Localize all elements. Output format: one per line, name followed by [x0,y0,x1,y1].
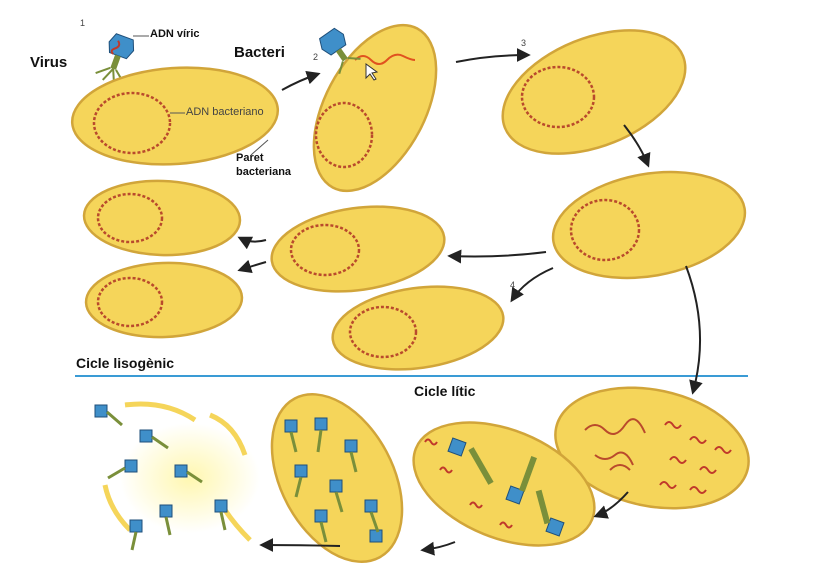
step-number-1: 1 [80,18,86,28]
label-adn-bacteriano: ADN bacteriano [186,106,264,118]
arrow-to-lytic [685,265,703,395]
cycle-arrows [237,48,703,556]
label-cicle-litic: Cicle lític [414,383,476,399]
label-adn-viric: ADN víric [150,28,200,40]
bacterium-step4 [331,285,505,371]
label-bacteri: Bacteri [234,44,285,61]
label-cicle-lisogenic: Cicle lisogènic [76,355,175,371]
arrow-lytic-2 [420,541,456,556]
daughter-cell-top [82,179,242,257]
bacterium-prophage [551,170,747,280]
arrow-1-2 [281,70,321,91]
arrow-division-top [237,236,267,250]
arrow-2-3 [455,48,531,63]
arrow-division-bottom [237,259,267,274]
arrow-step4 [510,267,554,303]
cursor-icon [365,63,379,81]
step-number-3: 3 [521,38,527,48]
label-paret-line1: Paret [236,152,264,164]
cell-lysis-release [94,401,260,551]
step-number-2: 2 [313,52,319,62]
bacterium-integration [501,29,687,155]
arrow-lytic-3 [259,538,341,553]
label-paret-line2: bacteriana [236,166,292,178]
virus-phage-icon [95,33,135,85]
bacterium-infected [250,23,438,193]
viral-dna-strand [354,53,416,65]
bacterium-full-of-phages [270,393,404,563]
bacterium-dna-fragmented [554,386,750,510]
arrow-3-4 [623,124,651,168]
label-virus: Virus [30,54,68,71]
bacterium-initial [70,66,280,166]
arrow-lytic-1 [593,491,629,519]
bacterium-lysogenic-dividing [270,205,446,293]
daughter-cell-bottom [84,261,244,339]
step-number-4: 4 [510,280,516,290]
arrow-prophage-division [447,249,547,264]
attached-phage-icon [319,27,361,75]
bacterium-phage-assembly [412,421,596,547]
